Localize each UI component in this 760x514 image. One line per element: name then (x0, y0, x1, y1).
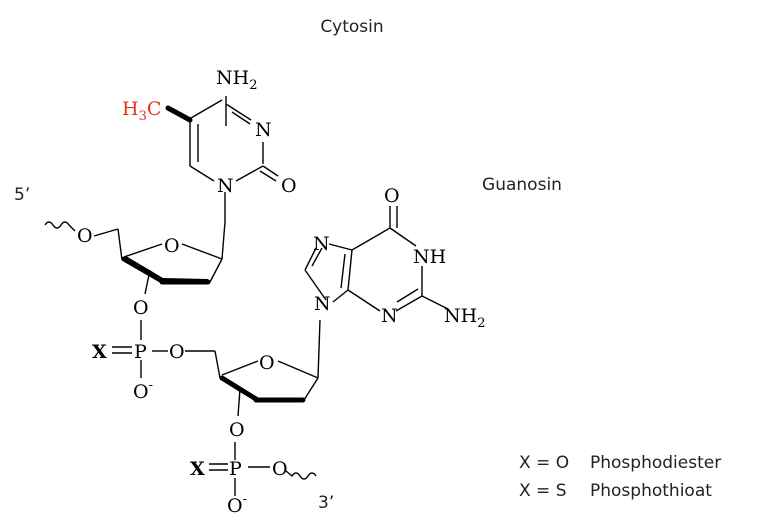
cytosine-amino-nh2: NH2 (216, 67, 257, 93)
guanine-base: N N N NH O NH2 (304, 185, 485, 331)
sugar-1-o5: O (77, 225, 93, 247)
three-prime-wavy-bond (285, 470, 317, 480)
sugar-1-ring-o: O (164, 235, 180, 257)
title-guanosin: Guanosin (482, 175, 562, 195)
legend: X = O Phosphodiester X = S Phosphothioat (519, 453, 721, 501)
guanine-n1h: NH (413, 246, 446, 268)
legend-row1-name: Phosphodiester (590, 453, 721, 473)
five-prime-wavy-bond (44, 221, 76, 232)
cytosine-n3: N (255, 119, 272, 141)
phosphate-1-p: P (134, 341, 147, 363)
legend-row2-x: X = S (519, 481, 567, 501)
phosphate-2-x: X (190, 458, 205, 480)
cytosine-methyl-h3c: H3C (122, 98, 161, 124)
sugar-2-ring-o: O (259, 352, 275, 374)
sugar-1-o3: O (133, 297, 149, 319)
phosphate-1: X P O O- (92, 320, 215, 403)
phosphate-1-o-minus: O- (133, 378, 153, 403)
phosphate-2-p: P (229, 458, 242, 480)
guanine-n9: N (314, 293, 331, 315)
legend-row2-name: Phosphothioat (590, 481, 712, 501)
sugar-1: O O O (77, 221, 226, 319)
cytosine-base: NH2 H3C N N O (122, 67, 297, 222)
phosphate-1-o-right: O (169, 341, 185, 363)
cytosine-carbonyl-o: O (281, 175, 297, 197)
guanine-n3: N (381, 305, 398, 327)
sugar-2: O O (214, 319, 321, 441)
guanine-amino-nh2: NH2 (444, 305, 485, 331)
phosphate-1-x: X (92, 341, 107, 363)
phosphate-2: X P O O- (190, 442, 288, 514)
title-cytosin: Cytosin (320, 17, 383, 37)
guanine-carbonyl-o: O (384, 185, 400, 207)
five-prime-label: 5’ (14, 185, 30, 205)
guanine-n7: N (313, 233, 330, 255)
phosphate-2-o-minus: O- (227, 492, 247, 514)
phosphate-2-o-right: O (272, 458, 288, 480)
sugar-2-o3: O (229, 419, 245, 441)
three-prime-label: 3’ (318, 493, 334, 513)
cytosine-n1: N (217, 175, 234, 197)
legend-row1-x: X = O (519, 453, 569, 473)
